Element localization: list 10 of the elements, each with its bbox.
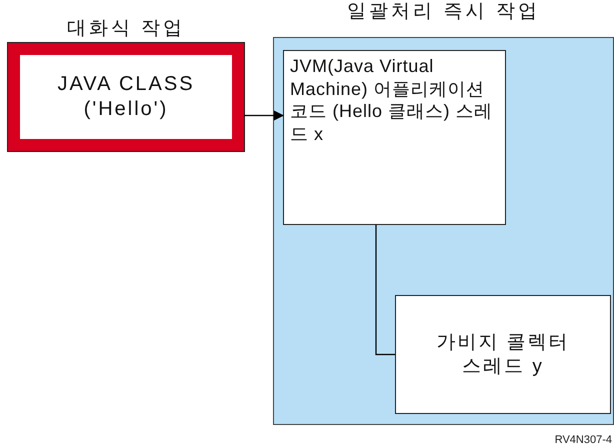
heading: 대화식 작업 [66,17,186,41]
process-box [395,295,611,414]
heading: 일괄처리 즉시 작업 [346,0,541,24]
process-box [283,50,506,225]
box-text: 가비지 콜렉터 스레드 y [436,330,570,378]
connector-line [375,225,395,356]
box-text: JVM(Java Virtual Machine) 어플리케이션 코드 (Hello 클래스) 스레드 x [290,55,494,145]
arrow [244,110,284,120]
figure-code: RV4N307-4 [554,434,612,446]
box-text: JAVA CLASS ('Hello') [56,72,196,122]
